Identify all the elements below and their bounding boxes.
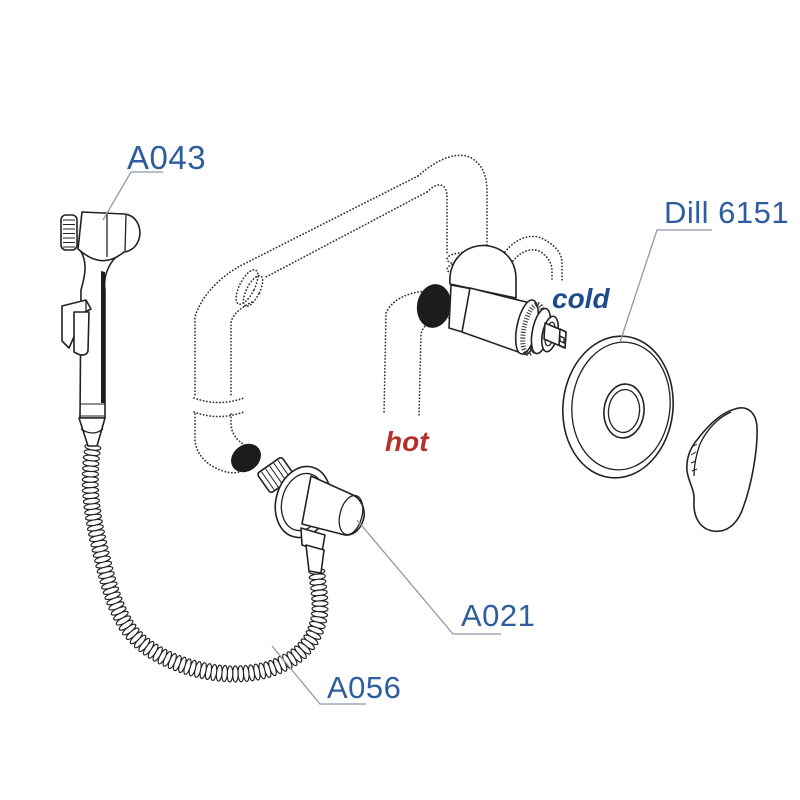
label-mixer-dill-6151: Dill 6151 — [664, 195, 790, 230]
leader-dill-6151 — [619, 229, 712, 343]
hot-pipe — [418, 317, 450, 416]
pipe-outline — [417, 154, 488, 254]
outlet-hose-cone — [305, 544, 325, 574]
spray-face-hatch — [63, 219, 75, 248]
outlet-body — [301, 475, 365, 536]
hose-ribs — [81, 443, 329, 683]
outlet-threaded-nipple — [257, 456, 295, 494]
label-sprayer-a043: A043 — [127, 139, 207, 176]
pipe-collar — [193, 411, 245, 418]
leader-a021 — [356, 519, 501, 635]
trigger-pad — [73, 311, 90, 356]
pipe-joint — [242, 274, 264, 308]
handle-shading — [101, 271, 105, 403]
cold-pipe — [512, 249, 553, 282]
pipe-collar — [193, 397, 245, 404]
sprayer-head — [77, 211, 141, 262]
hot-pipe — [383, 290, 429, 415]
label-cold-water: cold — [552, 283, 610, 314]
escutcheon-plate — [562, 335, 674, 479]
leader-a056 — [271, 645, 366, 705]
cold-pipe — [504, 235, 563, 281]
label-hot-water: hot — [385, 426, 429, 457]
leader-lines — [102, 171, 712, 705]
handle-outline — [686, 407, 758, 533]
valve-inlet-opening — [416, 284, 452, 328]
pipe-outline — [194, 175, 419, 397]
pipe-open-end — [231, 443, 261, 473]
label-outlet-a021: A021 — [461, 598, 536, 633]
leader-a043 — [102, 171, 163, 221]
outlet-end-face — [338, 494, 364, 536]
pipe-outline — [426, 184, 448, 254]
pipe-outline — [230, 301, 253, 397]
pipe-joint — [235, 268, 259, 306]
hand-sprayer-a043 — [60, 211, 141, 447]
pipe-outline — [263, 191, 428, 279]
lever-handle — [686, 407, 758, 533]
handle-face-line — [693, 411, 732, 477]
spray-face — [60, 214, 78, 251]
pipe-outline — [230, 413, 248, 447]
escutcheon-hole — [603, 383, 645, 439]
valve-tee-dome — [449, 244, 517, 299]
handle-hose-taper — [78, 417, 106, 447]
label-hose-a056: A056 — [327, 670, 402, 705]
pipe-outline — [194, 413, 244, 474]
wall-outlet-a021 — [257, 456, 365, 574]
mixer-valve-cartridge — [416, 244, 567, 357]
shower-hose-a056 — [81, 443, 329, 683]
